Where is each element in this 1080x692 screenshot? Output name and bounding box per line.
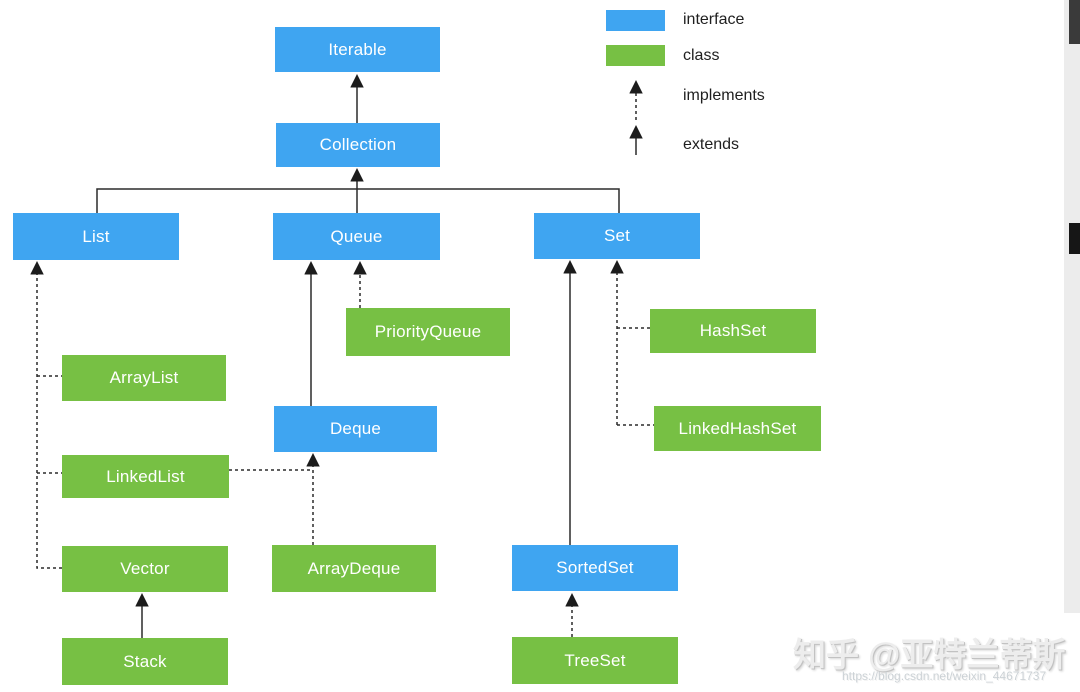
node-treeset: TreeSet xyxy=(512,637,678,684)
node-list: List xyxy=(13,213,179,260)
node-linkedlist: LinkedList xyxy=(62,455,229,498)
node-priorityqueue: PriorityQueue xyxy=(346,308,510,356)
node-queue: Queue xyxy=(273,213,440,260)
watermark-url: https://blog.csdn.net/weixin_44671737 xyxy=(842,669,1047,683)
node-set: Set xyxy=(534,213,700,259)
legend-interface-label: interface xyxy=(683,11,745,28)
scrollbar-track[interactable] xyxy=(1064,0,1080,613)
interface-swatch-icon xyxy=(606,10,665,31)
node-deque: Deque xyxy=(274,406,437,452)
watermark-brand: 知乎 @亚特兰蒂斯 xyxy=(793,636,1066,673)
legend-extends-label: extends xyxy=(683,136,740,153)
scrollbar-thumb[interactable] xyxy=(1069,223,1080,254)
node-arraylist: ArrayList xyxy=(62,355,226,401)
legend-implements-label: implements xyxy=(683,87,765,104)
legend-class-label: class xyxy=(683,47,720,64)
node-vector: Vector xyxy=(62,546,228,592)
class-swatch-icon xyxy=(606,45,665,66)
node-stack: Stack xyxy=(62,638,228,685)
node-linkedhashset: LinkedHashSet xyxy=(654,406,821,451)
node-collection: Collection xyxy=(276,123,440,167)
node-sortedset: SortedSet xyxy=(512,545,678,591)
node-iterable: Iterable xyxy=(275,27,440,72)
node-arraydeque: ArrayDeque xyxy=(272,545,436,592)
scrollbar-top-cap xyxy=(1069,0,1080,44)
edge-left-column-list xyxy=(30,260,62,569)
node-hashset: HashSet xyxy=(650,309,816,353)
edge-list-queue-set-bus xyxy=(96,188,620,213)
